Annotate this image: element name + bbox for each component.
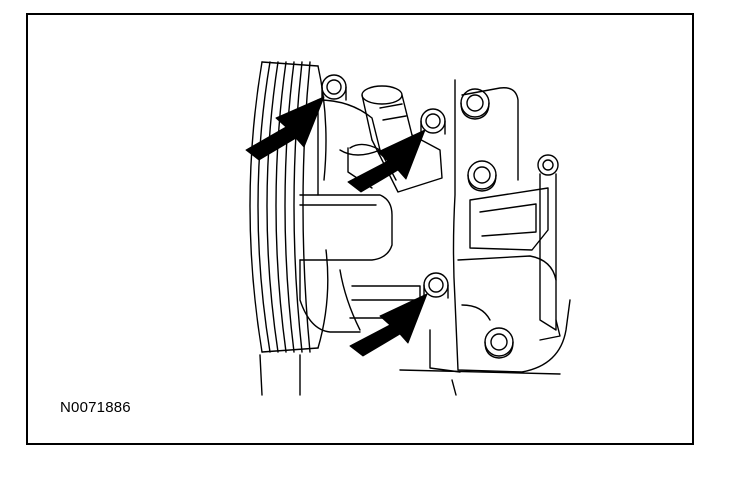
bolt-bracket-upper [460,88,490,120]
figure-frame [26,13,694,445]
bolt-lower [423,272,449,299]
arrow-lower [349,293,428,357]
bolt-top-left [321,74,347,101]
arrow-top-mid [347,129,426,193]
bolt-bracket-lower [484,327,514,359]
bolt-bracket-mid [467,160,497,192]
arrow-top-left [245,96,325,161]
pulley [249,61,329,353]
bracket-arm [537,154,561,341]
mounting-bracket [399,79,571,396]
figure-id-label: N0071886 [60,399,131,416]
pump-body [259,99,421,396]
